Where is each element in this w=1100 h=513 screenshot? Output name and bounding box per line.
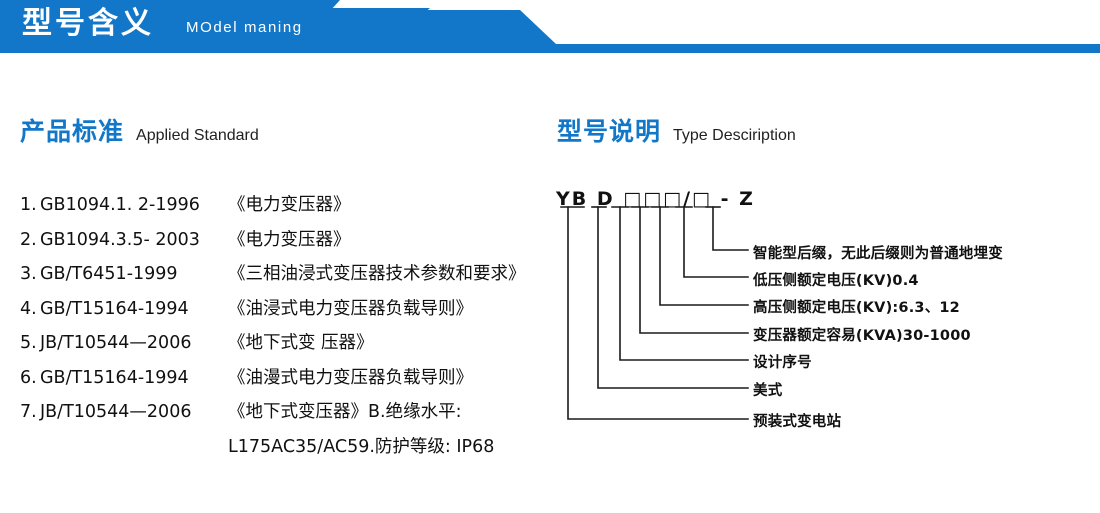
standard-code: JB/T10544—2006 xyxy=(40,333,192,353)
list-item: 1. GB1094.1. 2-1996 《电力变压器》 xyxy=(20,188,550,223)
legend-label-hv-rated-voltage: 高压侧额定电压(KV):6.3、12 xyxy=(753,300,960,316)
standard-title: 《油浸式电力变压器负载导则》 xyxy=(228,298,473,319)
standard-index: 6. xyxy=(20,367,37,388)
list-item: 5. JB/T10544—2006 《地下式变 压器》 xyxy=(20,326,550,361)
legend-label-intelligent-suffix: 智能型后缀，无此后缀则为普通地埋变 xyxy=(753,246,1003,262)
standard-title: 《油漫式电力变压器负载导则》 xyxy=(228,367,473,388)
section-heading-type-description: 型号说明 Type Desciription xyxy=(557,112,796,148)
list-item: 4. GB/T15164-1994 《油浸式电力变压器负载导则》 xyxy=(20,292,550,327)
list-item: 3. GB/T6451-1999 《三相油浸式变压器技术参数和要求》 xyxy=(20,257,550,292)
model-code-string: YB D □□□/□ - Z xyxy=(556,188,755,210)
section-heading-applied-standard: 产品标准 Applied Standard xyxy=(20,112,259,148)
section-heading-cn: 型号说明 xyxy=(557,117,662,146)
legend-label-design-serial: 设计序号 xyxy=(753,355,812,371)
standard-title: 《电力变压器》 xyxy=(228,229,351,250)
standard-title: L175AC35/AC59.防护等级: IP68 xyxy=(228,436,495,457)
standard-title: 《地下式变 压器》 xyxy=(228,333,374,353)
banner-background-shape xyxy=(0,0,1100,53)
standard-title: 《电力变压器》 xyxy=(228,195,351,215)
standard-code: GB/T15164-1994 xyxy=(40,367,189,388)
model-code-diagram: YB D □□□/□ - Z 智能型后缀，无此后缀 xyxy=(552,188,1092,438)
standard-index: 3. xyxy=(20,264,37,284)
standard-code: JB/T10544—2006 xyxy=(40,402,192,422)
list-item: 7. JB/T10544—2006 《地下式变压器》B.绝缘水平: xyxy=(20,395,550,430)
legend-label-prefab-substation: 预装式变电站 xyxy=(753,414,842,430)
standard-index: 7. xyxy=(20,402,37,422)
standard-title: 《三相油浸式变压器技术参数和要求》 xyxy=(228,264,526,284)
standard-code: GB/T15164-1994 xyxy=(40,298,189,319)
standard-index: 1. xyxy=(20,195,37,215)
list-item-continuation: L175AC35/AC59.防护等级: IP68 xyxy=(20,430,550,465)
banner-subtitle: MOdel maning xyxy=(186,19,303,36)
standard-code: GB1094.1. 2-1996 xyxy=(40,195,200,215)
legend-label-rated-capacity: 变压器额定容易(KVA)30-1000 xyxy=(753,328,971,344)
banner-title: 型号含义 xyxy=(22,6,154,41)
standard-index: 5. xyxy=(20,333,37,353)
standards-list: 1. GB1094.1. 2-1996 《电力变压器》 2. GB1094.3.… xyxy=(20,188,550,464)
legend-label-american-type: 美式 xyxy=(753,383,783,399)
standard-title: 《地下式变压器》B.绝缘水平: xyxy=(228,402,462,422)
standard-code: GB1094.3.5- 2003 xyxy=(40,229,200,250)
section-heading-cn: 产品标准 xyxy=(20,117,125,146)
section-heading-en: Applied Standard xyxy=(136,127,259,144)
list-item: 6. GB/T15164-1994 《油漫式电力变压器负载导则》 xyxy=(20,361,550,396)
legend-label-lv-rated-voltage: 低压侧额定电压(KV)0.4 xyxy=(753,273,919,289)
standard-code: GB/T6451-1999 xyxy=(40,264,178,284)
standard-index: 2. xyxy=(20,229,37,250)
page-header-banner: 型号含义 MOdel maning xyxy=(0,0,1100,53)
section-heading-en: Type Desciription xyxy=(673,127,796,144)
list-item: 2. GB1094.3.5- 2003 《电力变压器》 xyxy=(20,223,550,258)
leader-lines-graphic xyxy=(560,206,749,420)
standard-index: 4. xyxy=(20,298,37,319)
